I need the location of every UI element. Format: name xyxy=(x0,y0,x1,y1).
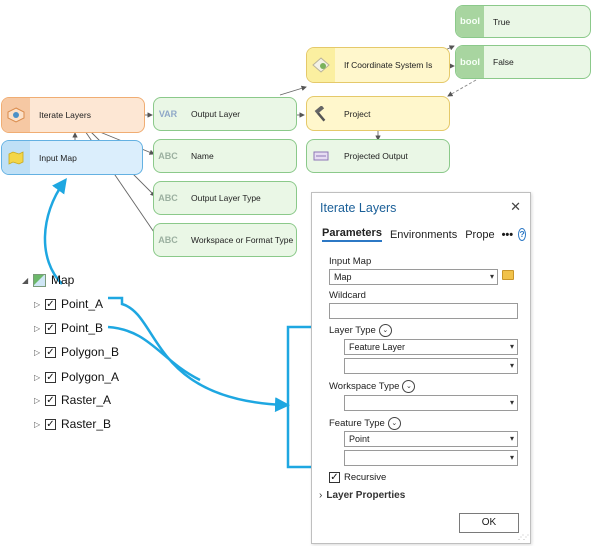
tree-layer-row[interactable]: ▷ ✓ Raster_A xyxy=(34,391,111,409)
layer-name: Raster_A xyxy=(61,393,112,407)
iterate-icon xyxy=(2,98,30,132)
recursive-checkbox[interactable]: ✓ xyxy=(329,472,340,483)
ok-button[interactable]: OK xyxy=(459,513,519,533)
layer-type-field-label: Layer Type⌄ xyxy=(329,324,392,337)
hammer-icon xyxy=(307,97,335,130)
feature-type-dropdown[interactable]: Point xyxy=(344,431,518,447)
layer-visibility-checkbox[interactable]: ✓ xyxy=(45,418,56,430)
recursive-label: Recursive xyxy=(344,472,387,483)
collapsed-caret-icon[interactable]: ▷ xyxy=(34,372,41,382)
tree-layer-row[interactable]: ▷ ✓ Point_A xyxy=(34,295,103,313)
help-icon[interactable]: ? xyxy=(518,228,526,241)
collapsed-caret-icon[interactable]: ▷ xyxy=(34,395,41,405)
map-layer-icon xyxy=(33,273,46,287)
false-node[interactable]: bool False xyxy=(455,45,591,79)
layer-visibility-checkbox[interactable]: ✓ xyxy=(45,394,56,406)
feature-class-icon xyxy=(307,140,335,172)
name-label: Name xyxy=(191,151,214,161)
output-layer-label: Output Layer xyxy=(191,109,241,119)
dialog-title: Iterate Layers xyxy=(320,201,397,215)
recursive-row: ✓ Recursive xyxy=(329,472,386,483)
tab-properties[interactable]: Prope xyxy=(465,228,495,241)
string-icon: ABC xyxy=(158,235,178,245)
collapsed-caret-icon[interactable]: ▷ xyxy=(34,299,41,309)
collapsed-caret-icon[interactable]: ▷ xyxy=(34,323,41,333)
more-tabs-icon[interactable]: ••• xyxy=(501,228,514,241)
workspace-or-format-type-label: Workspace or Format Type xyxy=(191,235,294,245)
bool-icon: bool xyxy=(456,6,484,37)
iterate-layers-dialog: Iterate Layers ✕ Parameters Environments… xyxy=(311,192,531,544)
project-label: Project xyxy=(344,108,371,119)
string-icon: ABC xyxy=(158,193,178,203)
layer-type-dropdown[interactable]: Feature Layer xyxy=(344,339,518,355)
projected-output-label: Projected Output xyxy=(344,151,408,161)
if-condition-icon xyxy=(307,48,335,82)
tree-map-row[interactable]: ◢ Map xyxy=(22,271,74,289)
wildcard-input[interactable] xyxy=(329,303,518,319)
name-node[interactable]: ABC Name xyxy=(153,139,297,173)
tree-map-label: Map xyxy=(51,273,75,287)
true-node[interactable]: bool True xyxy=(455,5,591,38)
feature-type-empty-dropdown[interactable] xyxy=(344,450,518,466)
layer-name: Point_B xyxy=(61,321,104,335)
wildcard-field-label: Wildcard xyxy=(329,290,366,301)
tree-layer-row[interactable]: ▷ ✓ Polygon_A xyxy=(34,368,119,386)
browse-folder-icon[interactable] xyxy=(502,270,514,280)
workspace-type-dropdown[interactable] xyxy=(344,395,518,411)
layer-visibility-checkbox[interactable]: ✓ xyxy=(45,346,56,358)
project-node[interactable]: Project xyxy=(306,96,450,131)
input-map-field-label: Input Map xyxy=(329,256,372,267)
resize-grip-icon[interactable]: ⋰⋰ xyxy=(518,535,529,541)
layer-properties-section[interactable]: ›Layer Properties xyxy=(319,490,405,501)
expanded-caret-icon[interactable]: ◢ xyxy=(22,275,29,285)
true-label: True xyxy=(493,16,511,27)
workspace-or-format-type-node[interactable]: ABC Workspace or Format Type xyxy=(153,223,297,257)
collapsed-caret-icon[interactable]: ▷ xyxy=(34,347,41,357)
workspace-type-field-label: Workspace Type⌄ xyxy=(329,380,416,393)
input-map-label: Input Map xyxy=(39,152,77,163)
dialog-tabs: Parameters Environments Prope ••• ? xyxy=(322,227,526,242)
iterate-layers-label: Iterate Layers xyxy=(39,110,91,120)
layer-visibility-checkbox[interactable]: ✓ xyxy=(45,322,56,334)
string-icon: ABC xyxy=(158,151,178,161)
map-icon xyxy=(2,141,30,174)
layer-visibility-checkbox[interactable]: ✓ xyxy=(45,298,56,310)
if-coordinate-system-is-label: If Coordinate System Is xyxy=(344,60,433,70)
layer-name: Polygon_A xyxy=(61,370,120,384)
close-icon[interactable]: ✕ xyxy=(510,199,521,214)
collapsed-caret-icon[interactable]: ▷ xyxy=(34,419,41,429)
layer-name: Point_A xyxy=(61,297,104,311)
chevron-down-icon[interactable]: ⌄ xyxy=(402,380,416,393)
if-coordinate-system-is-node[interactable]: If Coordinate System Is xyxy=(306,47,450,83)
output-layer-type-label: Output Layer Type xyxy=(191,193,261,203)
tree-layer-row[interactable]: ▷ ✓ Raster_B xyxy=(34,415,111,433)
layer-name: Polygon_B xyxy=(61,345,120,359)
layer-type-empty-dropdown[interactable] xyxy=(344,358,518,374)
tree-layer-row[interactable]: ▷ ✓ Point_B xyxy=(34,319,103,337)
feature-type-field-label: Feature Type⌄ xyxy=(329,417,401,430)
tab-environments[interactable]: Environments xyxy=(389,228,458,241)
layer-properties-label: Layer Properties xyxy=(326,490,406,501)
tree-layer-row[interactable]: ▷ ✓ Polygon_B xyxy=(34,343,119,361)
chevron-right-icon: › xyxy=(319,490,323,501)
input-map-dropdown[interactable]: Map xyxy=(329,269,498,285)
tab-parameters[interactable]: Parameters xyxy=(322,227,382,242)
input-map-node[interactable]: Input Map xyxy=(1,140,143,175)
var-icon: VAR xyxy=(158,109,178,119)
output-layer-type-node[interactable]: ABC Output Layer Type xyxy=(153,181,297,215)
bool-icon: bool xyxy=(456,46,484,78)
layer-visibility-checkbox[interactable]: ✓ xyxy=(45,371,56,383)
output-layer-node[interactable]: VAR Output Layer xyxy=(153,97,297,131)
layer-name: Raster_B xyxy=(61,417,112,431)
chevron-down-icon[interactable]: ⌄ xyxy=(378,324,392,337)
chevron-down-icon[interactable]: ⌄ xyxy=(387,417,401,430)
false-label: False xyxy=(493,57,514,67)
projected-output-node[interactable]: Projected Output xyxy=(306,139,450,173)
iterate-layers-node[interactable]: Iterate Layers xyxy=(1,97,145,133)
